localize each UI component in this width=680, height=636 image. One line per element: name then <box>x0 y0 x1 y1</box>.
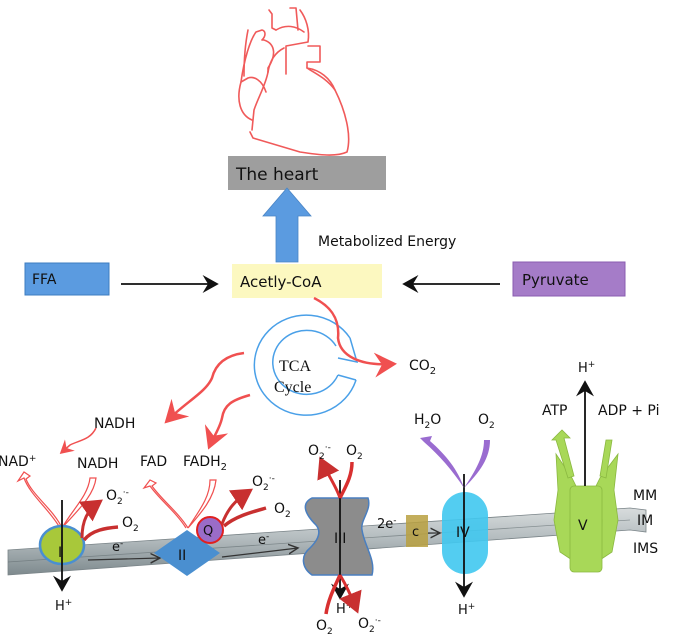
atp-label: ATP <box>542 403 567 419</box>
acetyl-coa-label: Acetly-CoA <box>240 273 322 291</box>
complex-i-superoxide-arrow <box>78 499 103 539</box>
water-label: H2O <box>414 412 441 431</box>
complex-iii <box>302 497 374 576</box>
complex-iii-bottom-superoxide-arrow <box>338 574 362 614</box>
ffa-label: FFA <box>32 272 57 288</box>
electron-arrow-2 <box>221 548 298 558</box>
complex-v-proton-label: H+ <box>578 360 595 376</box>
co2-arrow <box>313 296 397 378</box>
ims-label: IMS <box>633 541 658 557</box>
co2-label: CO2 <box>409 358 436 377</box>
complex-ii-label: II <box>178 548 186 564</box>
nadh-to-complex-arrow <box>59 427 97 454</box>
complex-iii-top-oxygen-label: O2 <box>346 443 363 462</box>
nadh-top-label: NADH <box>94 416 135 432</box>
complex-iv-proton-label: H+ <box>458 602 475 618</box>
oxygen-input-arrow <box>464 440 490 488</box>
complex-iii-bottom-oxygen-arrow <box>324 574 342 615</box>
complex-i-reaction-arrows <box>16 471 97 529</box>
fadh2-label: FADH2 <box>183 454 227 473</box>
pyruvate-box <box>512 261 626 297</box>
complex-ii-reaction-arrows <box>142 479 217 529</box>
complex-iii-proton-label: H+ <box>336 601 353 617</box>
complex-i-oxygen-label: O2 <box>122 515 139 534</box>
ubiquinone-q <box>196 516 224 544</box>
mm-label: MM <box>633 488 657 504</box>
q-label: Q <box>203 524 213 539</box>
complex-i-oxygen-arrow <box>82 525 119 542</box>
complex-iii-top-oxygen-arrow <box>338 461 354 499</box>
complex-iii-top-superoxide-label: O2·- <box>308 443 331 462</box>
adp-pi-label: ADP + Pi <box>598 403 659 419</box>
complex-iv-label: IV <box>456 525 470 541</box>
heart-box <box>228 156 386 190</box>
q-superoxide-arrow <box>220 488 253 525</box>
ffa-box <box>24 262 110 296</box>
electron-arrow-1 <box>87 558 160 560</box>
nadh-arrow <box>164 351 245 424</box>
water-arrow <box>420 436 464 488</box>
heart-label: The heart <box>235 165 319 185</box>
cytochrome-c <box>406 515 428 547</box>
energy-label: Metabolized Energy <box>318 234 456 250</box>
cytochrome-c-label: c <box>412 525 419 540</box>
complex-iii-top-superoxide-arrow <box>317 456 342 499</box>
fad-label: FAD <box>140 454 167 470</box>
complex-iii-bottom-oxygen-label: O2 <box>316 618 333 636</box>
two-electron-label: 2e- <box>377 516 397 532</box>
acetyl-coa-box <box>232 264 382 298</box>
complex-i-label: I <box>58 545 62 561</box>
complex-iv-oxygen-label: O2 <box>478 412 495 431</box>
complex-i-superoxide-label: O2·- <box>106 488 129 507</box>
complex-i-proton-label: H+ <box>55 598 72 614</box>
im-label: IM <box>637 513 653 529</box>
complex-v <box>551 429 619 573</box>
fadh2-arrow <box>204 393 251 450</box>
tca-cycle-icon <box>253 314 359 416</box>
energy-arrow <box>262 187 312 263</box>
nadh-label: NADH <box>77 456 118 472</box>
pyruvate-label: Pyruvate <box>522 271 589 289</box>
q-oxygen-arrow <box>222 506 267 528</box>
q-superoxide-label: O2·- <box>252 474 275 493</box>
q-oxygen-label: O2 <box>274 501 291 520</box>
complex-iv <box>442 492 488 574</box>
complex-iii-bottom-superoxide-label: O2·- <box>358 616 381 635</box>
electron-label-2: e- <box>258 532 269 548</box>
electron-label-1: e- <box>112 539 123 555</box>
heart-icon <box>238 7 350 156</box>
nad-plus-label: NAD+ <box>0 454 36 470</box>
complex-v-label: V <box>578 518 588 534</box>
tca-line1: TCA <box>279 358 311 375</box>
tca-line2: Cycle <box>274 379 311 396</box>
